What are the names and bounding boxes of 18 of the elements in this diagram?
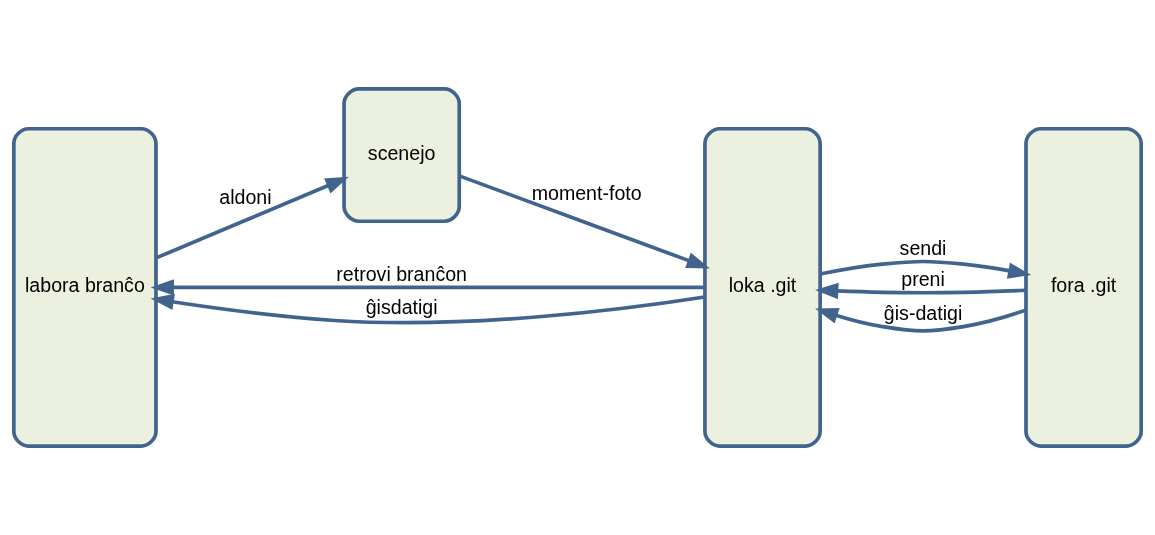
arrow (150, 279, 705, 296)
arrow (815, 307, 1027, 333)
node-box: labora branĉo (12, 126, 158, 448)
edge-label: retrovi branĉon (336, 263, 468, 286)
node-box: scenejo (342, 87, 462, 224)
edge-label: ĝisdatigi (365, 296, 438, 319)
arrow (155, 176, 349, 260)
edge-label: moment-foto (531, 182, 642, 205)
arrow (815, 282, 1026, 300)
arrow (458, 174, 710, 269)
node-box: loka .git (703, 126, 822, 448)
arrow (819, 259, 1032, 279)
edge-label: ĝis-datigi (883, 302, 963, 325)
edge-label: preni (901, 267, 945, 290)
arrow (150, 293, 706, 325)
edge-label: sendi (899, 237, 947, 260)
edge-label: aldoni (219, 185, 272, 208)
node-box: fora .git (1024, 126, 1143, 448)
